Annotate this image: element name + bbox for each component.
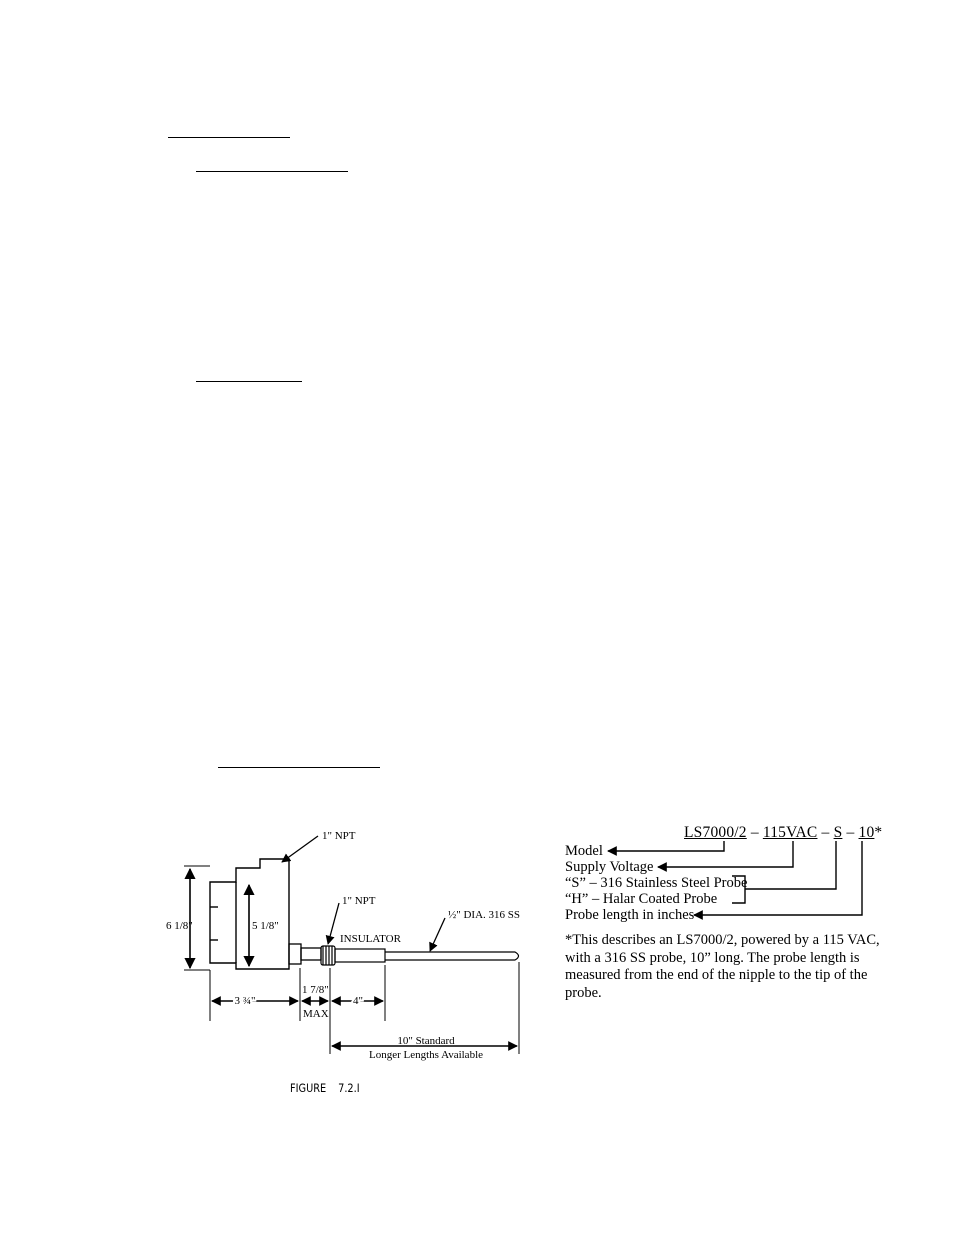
subsection-heading-rule-2 [196,381,302,382]
insulator [320,945,386,966]
legend-s-probe: “S” – 316 Stainless Steel Probe [565,875,748,891]
length-standard-label: 10" Standard [397,1035,455,1047]
figure-caption: FIGURE 7.2.I [290,1081,360,1095]
model-code-length: 10 [858,824,875,841]
npt-mid-leader [325,902,340,945]
subsection-heading-rule-3 [218,767,380,768]
model-note: *This describes an LS7000/2, powered by … [565,932,880,1001]
probe [385,951,520,961]
npt-top-leader [281,835,319,863]
model-code-probe: S [833,824,843,841]
legend-h-probe: “H” – Halar Coated Probe [565,891,718,907]
legend-model: Model [565,843,603,859]
npt-top-label: 1" NPT [322,830,356,842]
probe-dia-label: ½" DIA. 316 SS [448,909,520,921]
npt-mid-label: 1" NPT [342,895,376,907]
figure-label: FIGURE [290,1081,327,1095]
legend-supply-voltage: Supply Voltage [565,859,654,875]
section-heading-rule [168,137,290,138]
model-code: LS7000/2 – 115VAC – S – 10* [684,824,882,842]
height-inner-label: 5 1/8" [252,920,279,932]
insulator-label: INSULATOR [340,933,402,945]
horizontal-extension-lines [209,962,520,1054]
height-outer-label: 6 1/8" [166,920,193,932]
figure-number: 7.2.I [338,1081,360,1095]
subsection-heading-rule-1 [196,171,348,172]
length-longer-label: Longer Lengths Available [369,1049,483,1061]
legend-probe-length: Probe length in inches [565,907,695,923]
nipple [288,943,322,965]
probe-dia-leader [429,917,446,952]
model-code-voltage: 115VAC [762,824,818,841]
width-nipple-label: 1 7/8" [302,984,329,996]
width-housing-label: 3 ¾" [235,995,256,1007]
model-code-separator: – [817,824,834,841]
model-code-asterisk: * [874,824,883,841]
model-code-separator: – [842,824,859,841]
model-code-model: LS7000/2 [684,824,747,841]
model-code-separator: – [746,824,763,841]
width-insulator-label: 4" [353,995,363,1007]
max-label: MAX [303,1008,329,1020]
